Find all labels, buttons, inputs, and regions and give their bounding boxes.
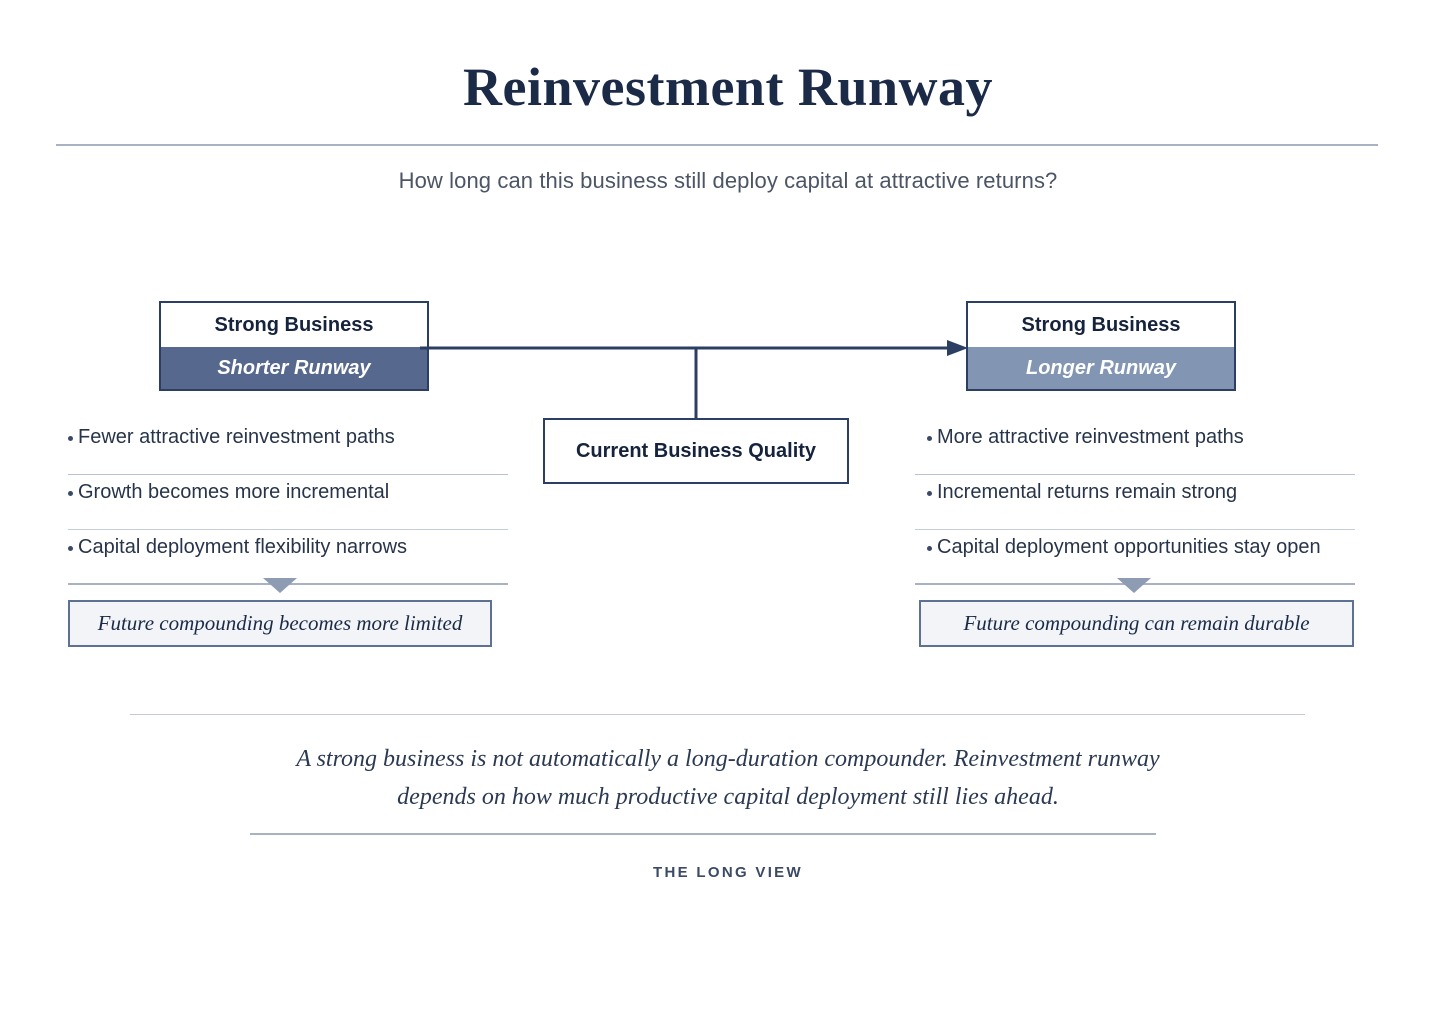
list-item: Incremental returns remain strong xyxy=(915,475,1355,530)
bullet-dot-icon xyxy=(927,491,932,496)
footer-note: A strong business is not automatically a… xyxy=(228,740,1228,817)
page-subtitle: How long can this business still deploy … xyxy=(398,168,1058,193)
node-right-heading: Strong Business xyxy=(968,303,1234,347)
page-title: Reinvestment Runway xyxy=(463,57,993,117)
bullet-label: Capital deployment opportunities stay op… xyxy=(937,536,1321,558)
right-bullet-column: More attractive reinvestment paths Incre… xyxy=(915,420,1355,585)
bullet-label: Capital deployment flexibility narrows xyxy=(78,536,408,558)
list-item: More attractive reinvestment paths xyxy=(915,420,1355,475)
node-current-business-quality[interactable]: Current Business Quality xyxy=(543,418,849,484)
bullet-dot-icon xyxy=(927,546,932,551)
connector-lines xyxy=(420,340,968,418)
bullet-label: Growth becomes more incremental xyxy=(78,481,390,503)
node-left-band-label: Shorter Runway xyxy=(161,347,427,389)
footer-divider-bottom xyxy=(250,833,1156,835)
bullet-divider xyxy=(915,474,1355,475)
footer-note-line-1: A strong business is not automatically a… xyxy=(296,746,1160,772)
node-right-band-label: Longer Runway xyxy=(968,347,1234,389)
bullet-dot-icon xyxy=(68,436,73,441)
list-item: Fewer attractive reinvestment paths xyxy=(68,420,508,475)
bullet-label: Fewer attractive reinvestment paths xyxy=(78,426,395,448)
list-item: Capital deployment opportunities stay op… xyxy=(915,530,1355,585)
list-item: Growth becomes more incremental xyxy=(68,475,508,530)
bullet-label: More attractive reinvestment paths xyxy=(937,426,1244,448)
bullet-dot-icon xyxy=(68,546,73,551)
bullet-label: Incremental returns remain strong xyxy=(937,481,1238,503)
list-item: Capital deployment flexibility narrows xyxy=(68,530,508,585)
summary-right: Future compounding can remain durable xyxy=(919,600,1354,647)
left-bullet-column: Fewer attractive reinvestment paths Grow… xyxy=(68,420,508,585)
footer-brand: THE LONG VIEW xyxy=(653,864,803,881)
bullet-divider xyxy=(915,529,1355,530)
node-left-heading: Strong Business xyxy=(161,303,427,347)
bullet-divider xyxy=(68,474,508,475)
footer-note-line-2: depends on how much productive capital d… xyxy=(397,784,1059,811)
bullet-divider xyxy=(68,529,508,530)
chevron-down-icon-left xyxy=(263,578,297,593)
bullet-dot-icon xyxy=(68,491,73,496)
footer-divider-top xyxy=(130,714,1305,715)
chevron-down-icon-right xyxy=(1117,578,1151,593)
node-shorter-runway[interactable]: Strong Business Shorter Runway xyxy=(159,301,429,391)
bullet-dot-icon xyxy=(927,436,932,441)
node-longer-runway[interactable]: Strong Business Longer Runway xyxy=(966,301,1236,391)
header-divider xyxy=(56,144,1378,146)
summary-left: Future compounding becomes more limited xyxy=(68,600,492,647)
